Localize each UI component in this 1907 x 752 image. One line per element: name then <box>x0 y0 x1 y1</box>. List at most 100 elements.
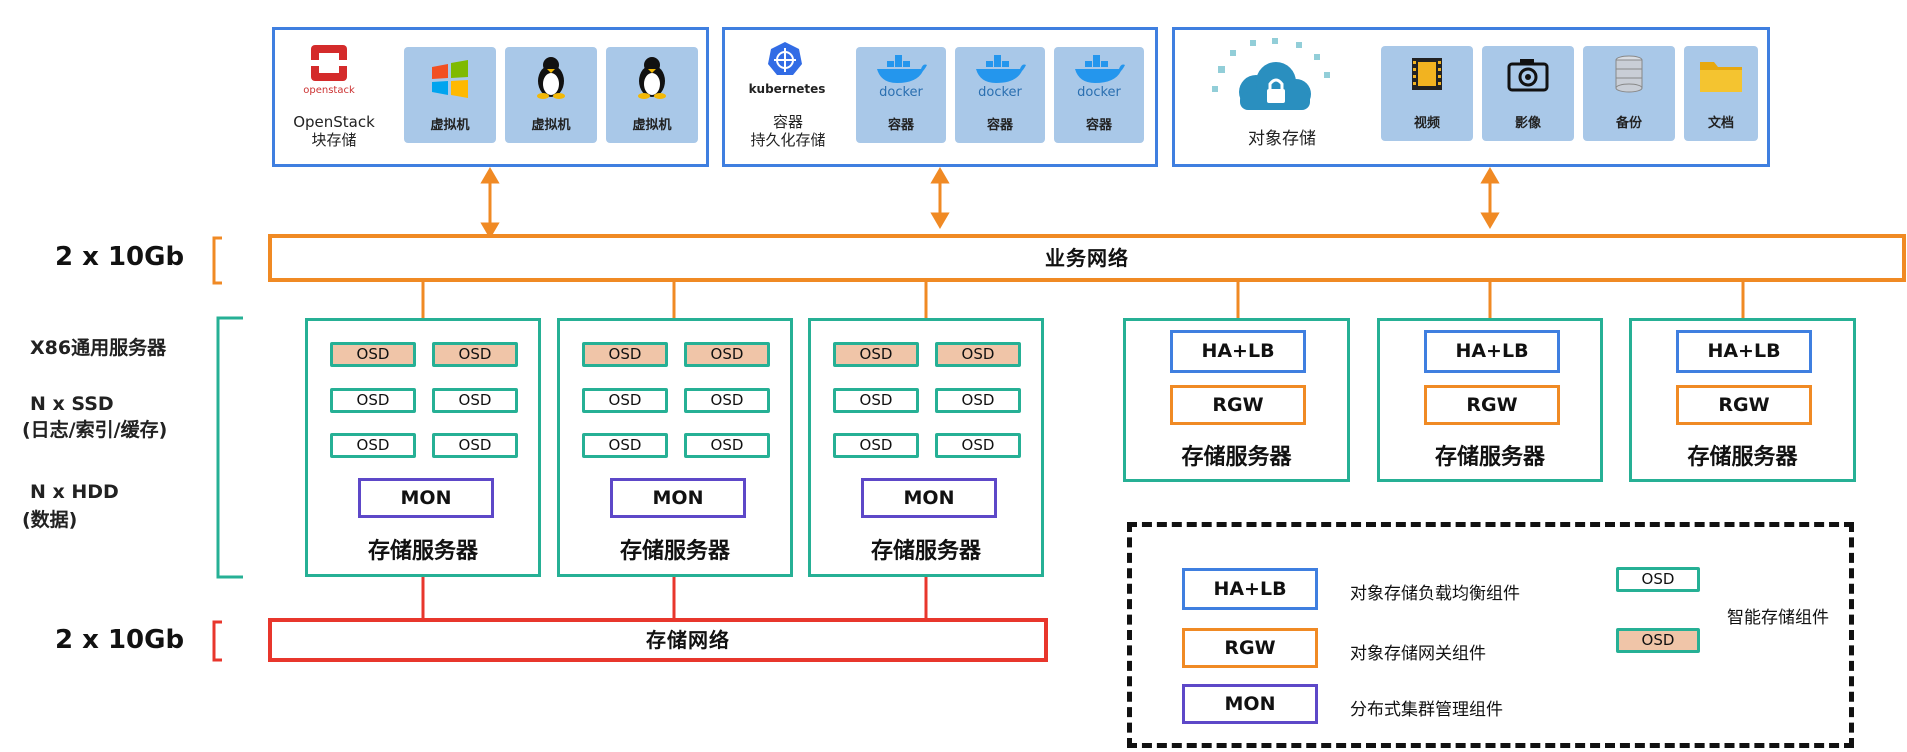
storage-server-label: 存储服务器 <box>1434 445 1545 470</box>
storage-server-label: 存储服务器 <box>1687 445 1798 470</box>
container-tile-label: 容器 <box>986 118 1013 133</box>
video-film-icon <box>1412 58 1442 90</box>
rgw-server-3: HA+LB RGW 存储服务器 <box>1629 318 1856 482</box>
double-arrows <box>480 167 1500 239</box>
docker-text: docker <box>1077 85 1121 100</box>
object-tile-label: 文档 <box>1707 116 1734 131</box>
object-storage-caption: 对象存储 <box>1248 129 1316 149</box>
osd-unit: OSD <box>935 433 1021 458</box>
mon-node: MON <box>861 478 997 518</box>
camera-icon <box>1507 59 1549 92</box>
legend-mon-desc: 分布式集群管理组件 <box>1350 700 1503 720</box>
osd-unit: OSD <box>833 433 919 458</box>
legend-osd-white-swatch: OSD <box>1616 567 1700 592</box>
object-tile-image: 影像 <box>1482 46 1574 141</box>
rgw-server-2: HA+LB RGW 存储服务器 <box>1377 318 1603 482</box>
container-tile-label: 容器 <box>1085 118 1112 133</box>
folder-icon <box>1700 62 1742 92</box>
storage-server-label: 存储服务器 <box>1181 445 1292 470</box>
vm-tile-label: 虚拟机 <box>430 118 470 133</box>
ha-lb-node: HA+LB <box>1676 330 1812 373</box>
osd-unit: OSD <box>582 388 668 413</box>
openstack-logo-text: openstack <box>303 85 355 96</box>
label-x86-server: X86通用服务器 <box>30 337 167 359</box>
storage-network-label: 存储网络 <box>646 628 730 652</box>
osd-server-3: OSD OSD OSD OSD OSD OSD MON 存储服务器 <box>808 318 1044 577</box>
osd-unit: OSD <box>684 433 770 458</box>
object-tile-video: 视频 <box>1381 46 1473 141</box>
docker-text: docker <box>978 85 1022 100</box>
kubernetes-logo <box>766 40 804 78</box>
docker-whale-icon <box>877 55 927 83</box>
osd-unit: OSD <box>330 342 416 367</box>
object-tile-backup: 备份 <box>1583 46 1675 141</box>
legend-mon-swatch: MON <box>1182 684 1318 724</box>
linux-penguin-icon <box>537 57 565 99</box>
container-tile-2: docker 容器 <box>955 47 1045 143</box>
business-brace <box>212 236 222 285</box>
vm-tile-label: 虚拟机 <box>632 118 672 133</box>
mon-node: MON <box>358 478 494 518</box>
kubernetes-caption-line2: 持久化存储 <box>750 131 826 149</box>
openstack-caption-line1: OpenStack <box>293 113 375 131</box>
osd-server-2: OSD OSD OSD OSD OSD OSD MON 存储服务器 <box>557 318 793 577</box>
openstack-logo <box>307 43 351 83</box>
osd-unit: OSD <box>330 388 416 413</box>
openstack-caption-line2: 块存储 <box>311 131 357 149</box>
legend-ha-lb-swatch: HA+LB <box>1182 568 1318 610</box>
kubernetes-logo-text: kubernetes <box>748 82 826 96</box>
mon-node: MON <box>610 478 746 518</box>
openstack-caption: OpenStack 块存储 <box>279 113 389 149</box>
business-network-links <box>421 280 1745 318</box>
vm-tile-linux-1: 虚拟机 <box>505 47 597 143</box>
osd-unit: OSD <box>330 433 416 458</box>
ha-lb-node: HA+LB <box>1170 330 1306 373</box>
legend: HA+LB 对象存储负载均衡组件 RGW 对象存储网关组件 MON 分布式集群管… <box>1127 522 1854 748</box>
osd-unit: OSD <box>833 388 919 413</box>
osd-unit: OSD <box>684 388 770 413</box>
business-network-bar: 业务网络 <box>268 234 1906 282</box>
legend-osd-pink-swatch: OSD <box>1616 628 1700 653</box>
vm-tile-windows: 虚拟机 <box>404 47 496 143</box>
business-speed-label: 2 x 10Gb <box>55 242 185 272</box>
osd-unit: OSD <box>432 388 518 413</box>
container-tile-label: 容器 <box>887 118 914 133</box>
cloud-lock-icon <box>1212 38 1330 110</box>
storage-network-links <box>421 577 928 618</box>
openstack-logo-icon <box>311 45 347 81</box>
rgw-node: RGW <box>1424 385 1560 425</box>
legend-rgw-swatch: RGW <box>1182 628 1318 668</box>
storage-server-label: 存储服务器 <box>619 539 730 564</box>
osd-unit: OSD <box>432 433 518 458</box>
rgw-node: RGW <box>1676 385 1812 425</box>
rgw-server-1: HA+LB RGW 存储服务器 <box>1123 318 1350 482</box>
docker-whale-icon <box>976 55 1026 83</box>
legend-ha-lb-desc: 对象存储负载均衡组件 <box>1350 584 1520 604</box>
osd-unit: OSD <box>833 342 919 367</box>
kubernetes-helm-icon <box>768 42 802 75</box>
osd-unit: OSD <box>935 342 1021 367</box>
label-ssd-usage: (日志/索引/缓存) <box>22 419 168 441</box>
container-tile-3: docker 容器 <box>1054 47 1144 143</box>
linux-penguin-icon <box>638 57 666 99</box>
osd-server-1: OSD OSD OSD OSD OSD OSD MON 存储服务器 <box>305 318 541 577</box>
vm-tile-label: 虚拟机 <box>531 118 571 133</box>
object-tile-label: 备份 <box>1615 116 1642 131</box>
storage-server-label: 存储服务器 <box>870 539 981 564</box>
docker-whale-icon <box>1075 55 1125 83</box>
object-tile-label: 影像 <box>1514 116 1541 131</box>
legend-osd-desc: 智能存储组件 <box>1727 608 1829 628</box>
docker-text: docker <box>879 85 923 100</box>
container-tile-1: docker 容器 <box>856 47 946 143</box>
label-hdd: N x HDD <box>30 481 119 503</box>
osd-unit: OSD <box>582 433 668 458</box>
windows-icon <box>432 60 468 98</box>
cloud-lock-graphic <box>1210 36 1340 126</box>
legend-rgw-desc: 对象存储网关组件 <box>1350 644 1486 664</box>
osd-unit: OSD <box>684 342 770 367</box>
storage-brace <box>212 620 222 662</box>
osd-unit: OSD <box>935 388 1021 413</box>
server-brace <box>216 316 243 579</box>
storage-speed-label: 2 x 10Gb <box>55 625 185 655</box>
rgw-node: RGW <box>1170 385 1306 425</box>
